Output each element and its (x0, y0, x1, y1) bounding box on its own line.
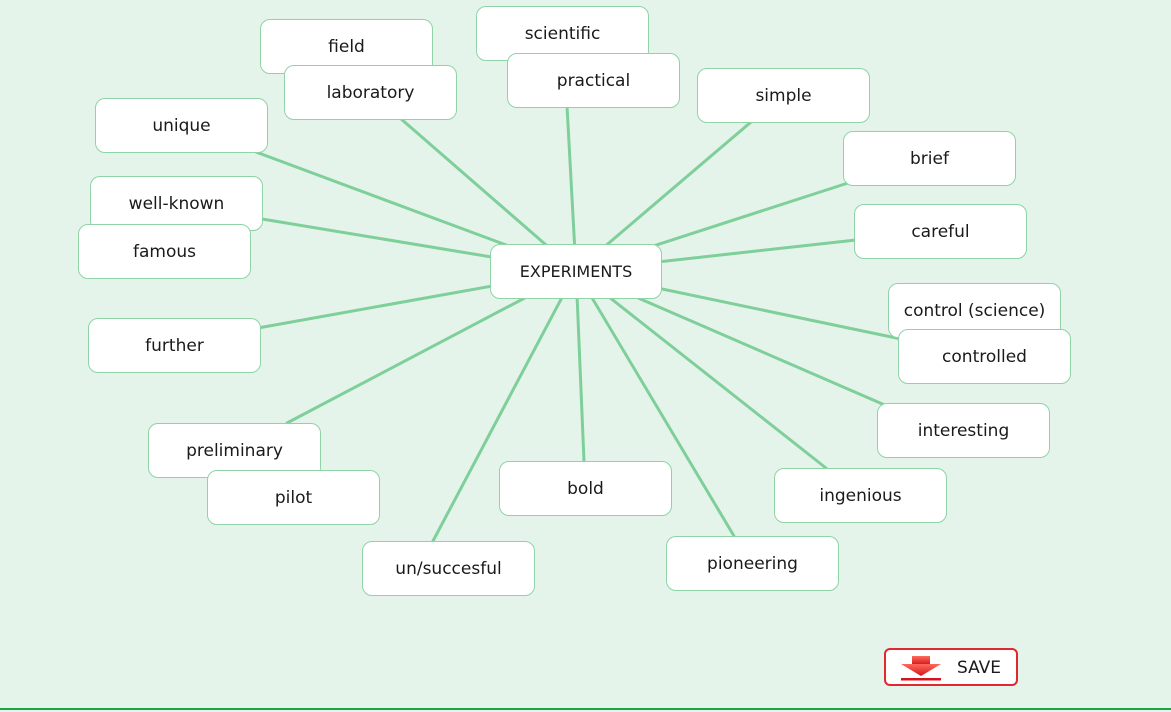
node-controlled[interactable]: controlled (898, 329, 1071, 384)
save-label: SAVE (957, 658, 1002, 678)
node-practical[interactable]: practical (507, 53, 680, 108)
node-bold[interactable]: bold (499, 461, 672, 516)
connector-un-successful (431, 269, 578, 543)
node-unique[interactable]: unique (95, 98, 268, 153)
node-brief[interactable]: brief (843, 131, 1016, 186)
node-well-known[interactable]: well-known (90, 176, 263, 231)
download-arrow-icon (901, 656, 941, 681)
node-pilot[interactable]: pilot (207, 470, 380, 525)
node-un-successful[interactable]: un/succesful (362, 541, 535, 596)
save-button[interactable]: SAVE (884, 648, 1018, 686)
node-famous[interactable]: famous (78, 224, 251, 279)
node-ingenious[interactable]: ingenious (774, 468, 947, 523)
node-simple[interactable]: simple (697, 68, 870, 123)
central-node[interactable]: EXPERIMENTS (490, 244, 662, 299)
node-pioneering[interactable]: pioneering (666, 536, 839, 591)
node-field[interactable]: field (260, 19, 433, 74)
node-control-science[interactable]: control (science) (888, 283, 1061, 338)
footer-divider (0, 708, 1171, 710)
node-interesting[interactable]: interesting (877, 403, 1050, 458)
node-careful[interactable]: careful (854, 204, 1027, 259)
connector-ingenious (574, 269, 828, 470)
connector-pioneering (574, 269, 736, 538)
node-further[interactable]: further (88, 318, 261, 373)
connector-practical (565, 104, 578, 273)
connector-bold (574, 269, 586, 463)
node-laboratory[interactable]: laboratory (284, 65, 457, 120)
node-scientific[interactable]: scientific (476, 6, 649, 61)
